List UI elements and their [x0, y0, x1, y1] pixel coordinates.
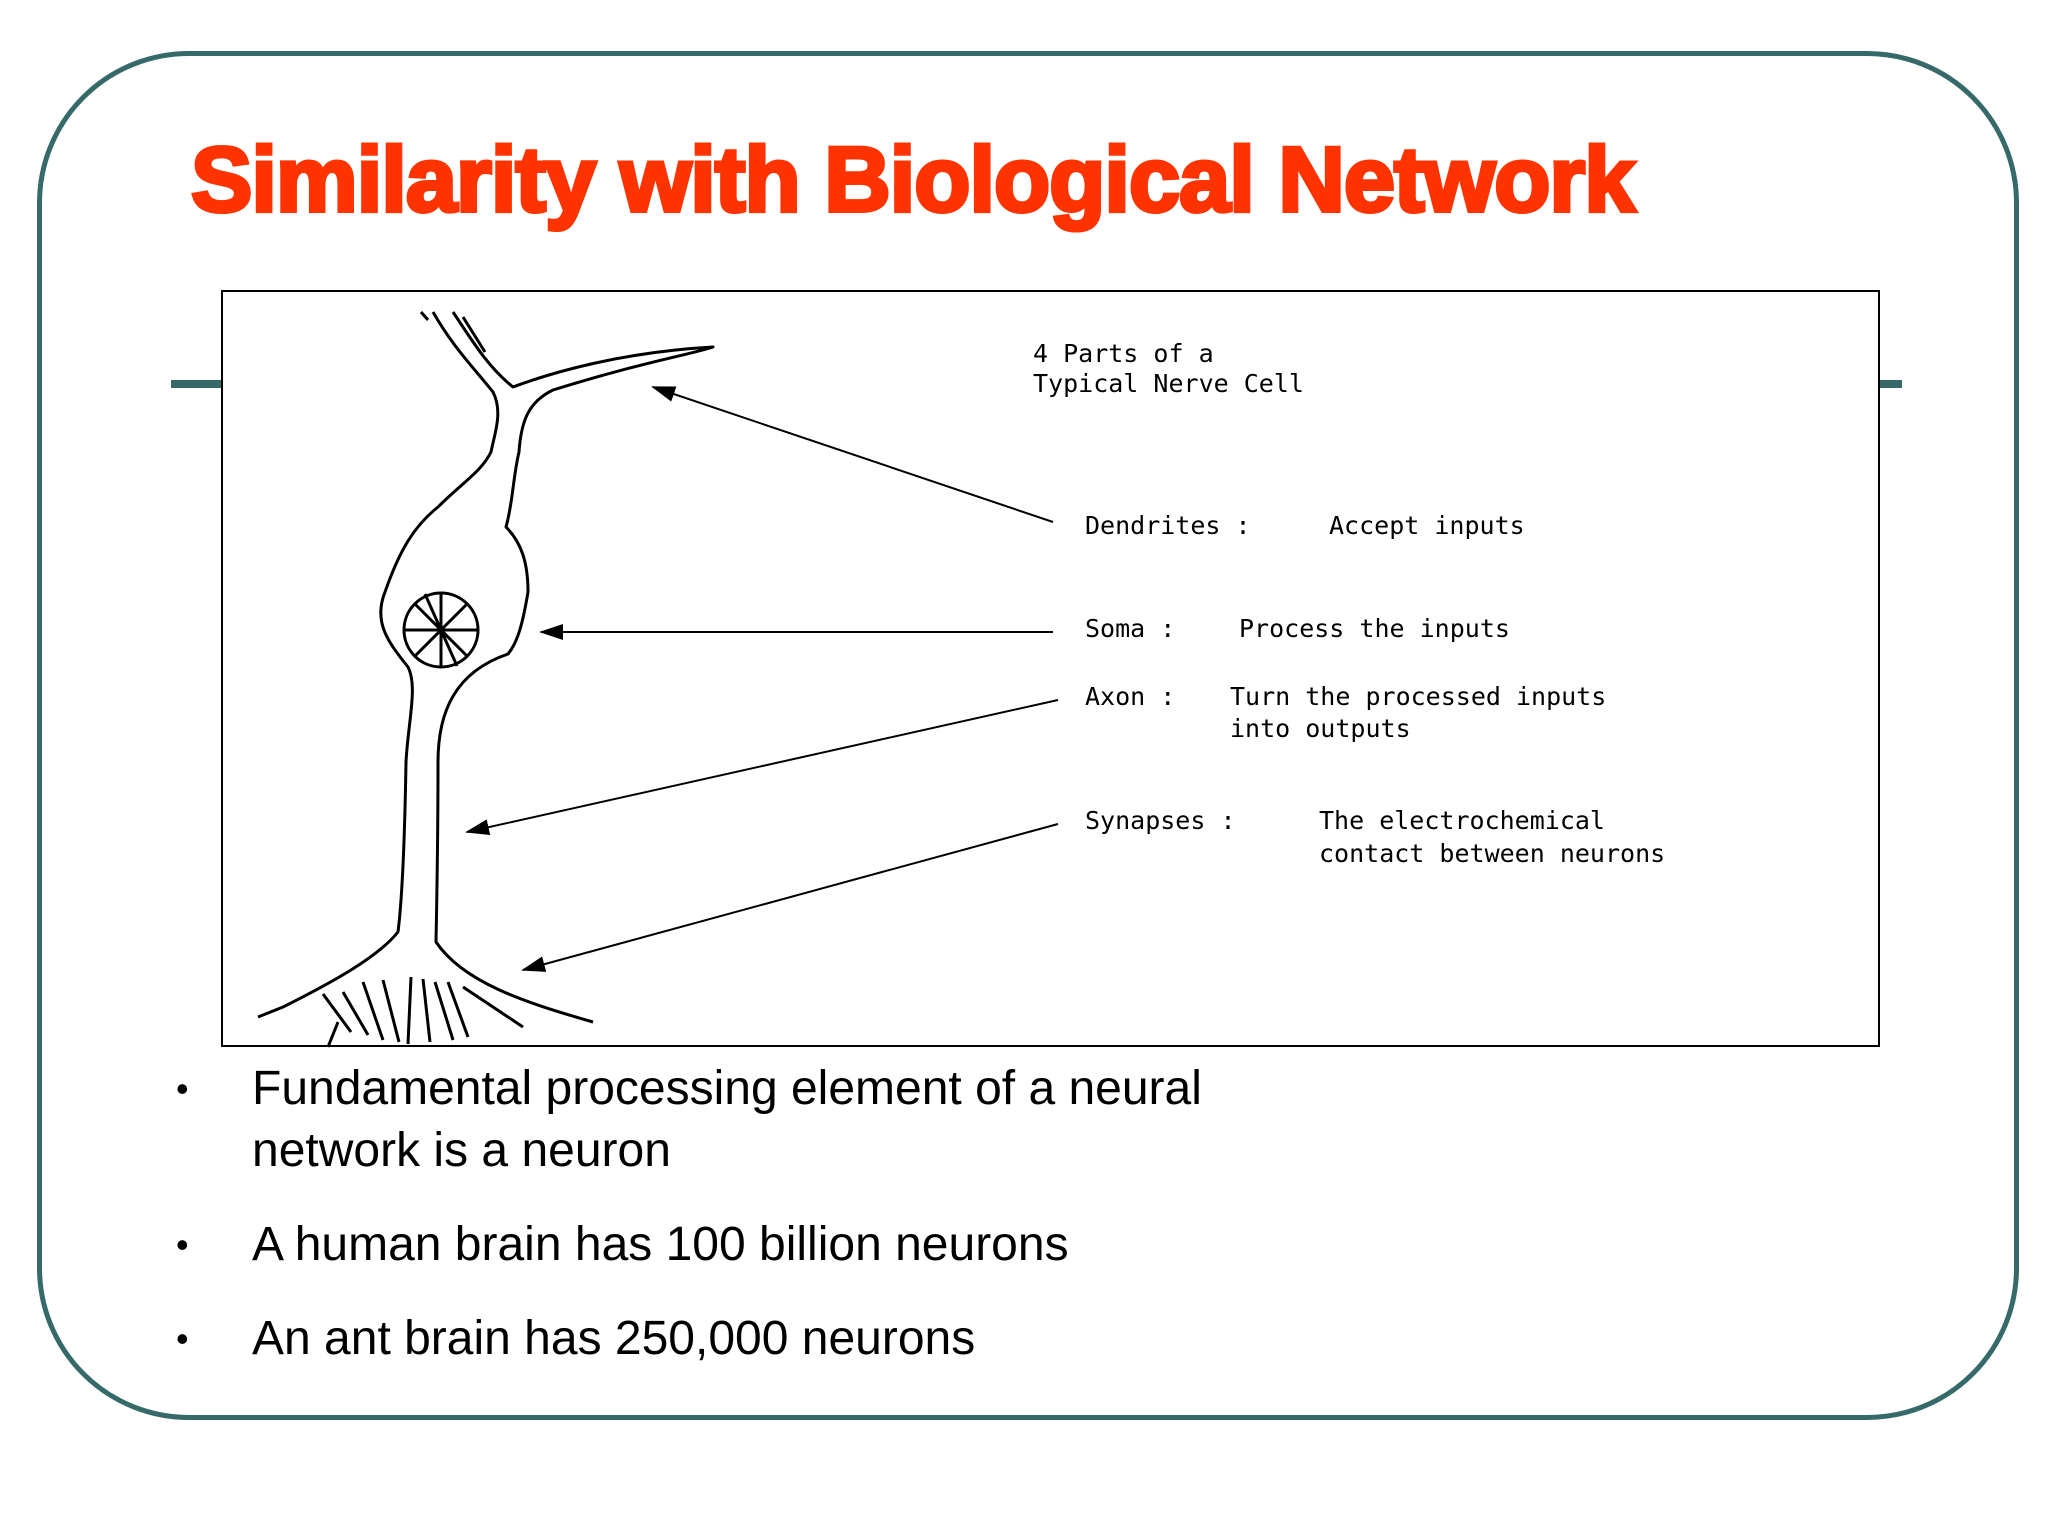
soma-nucleus-spokes	[404, 593, 478, 667]
dendrites-description: Accept inputs	[1329, 511, 1525, 540]
soma-label: Soma :	[1085, 614, 1175, 643]
diagram-heading-line-2: Typical Nerve Cell	[1033, 369, 1304, 398]
neuron-diagram: 4 Parts of a Typical Nerve Cell Dendrite…	[221, 290, 1880, 1048]
synapses-label: Synapses :	[1085, 806, 1236, 835]
title-accent-line-right	[1876, 380, 1902, 388]
synapses-description-line-2: contact between neurons	[1319, 839, 1665, 868]
title-accent-line-left	[171, 380, 223, 388]
neuron-outline-right	[434, 311, 715, 1024]
bullet-item: Fundamental processing element of a neur…	[170, 1058, 1272, 1182]
axon-arrow	[465, 699, 1059, 836]
dendrites-arrow	[651, 386, 1054, 523]
bullet-item: An ant brain has 250,000 neurons	[170, 1308, 1272, 1370]
axon-description-line-2: into outputs	[1230, 714, 1411, 743]
axon-description-line-1: Turn the processed inputs	[1230, 682, 1606, 711]
axon-terminal-fibers	[321, 976, 524, 1048]
synapses-arrow	[521, 823, 1059, 972]
neuron-outline-left	[257, 311, 500, 1019]
axon-label: Axon :	[1085, 682, 1175, 711]
bullet-item: A human brain has 100 billion neurons	[170, 1214, 1272, 1276]
neuron-diagram-svg: 4 Parts of a Typical Nerve Cell Dendrite…	[257, 311, 1665, 1048]
soma-description: Process the inputs	[1239, 614, 1510, 643]
slide-title: Similarity with Biological Network	[189, 127, 1637, 233]
neuron-illustration	[257, 311, 715, 1048]
bullet-list: Fundamental processing element of a neur…	[170, 1058, 1470, 1402]
diagram-heading-line-1: 4 Parts of a	[1033, 339, 1214, 368]
dendrites-label: Dendrites :	[1085, 511, 1251, 540]
slide-frame	[37, 51, 2019, 1420]
dendrite-top-branch	[419, 311, 487, 353]
synapses-description-line-1: The electrochemical	[1319, 806, 1605, 835]
